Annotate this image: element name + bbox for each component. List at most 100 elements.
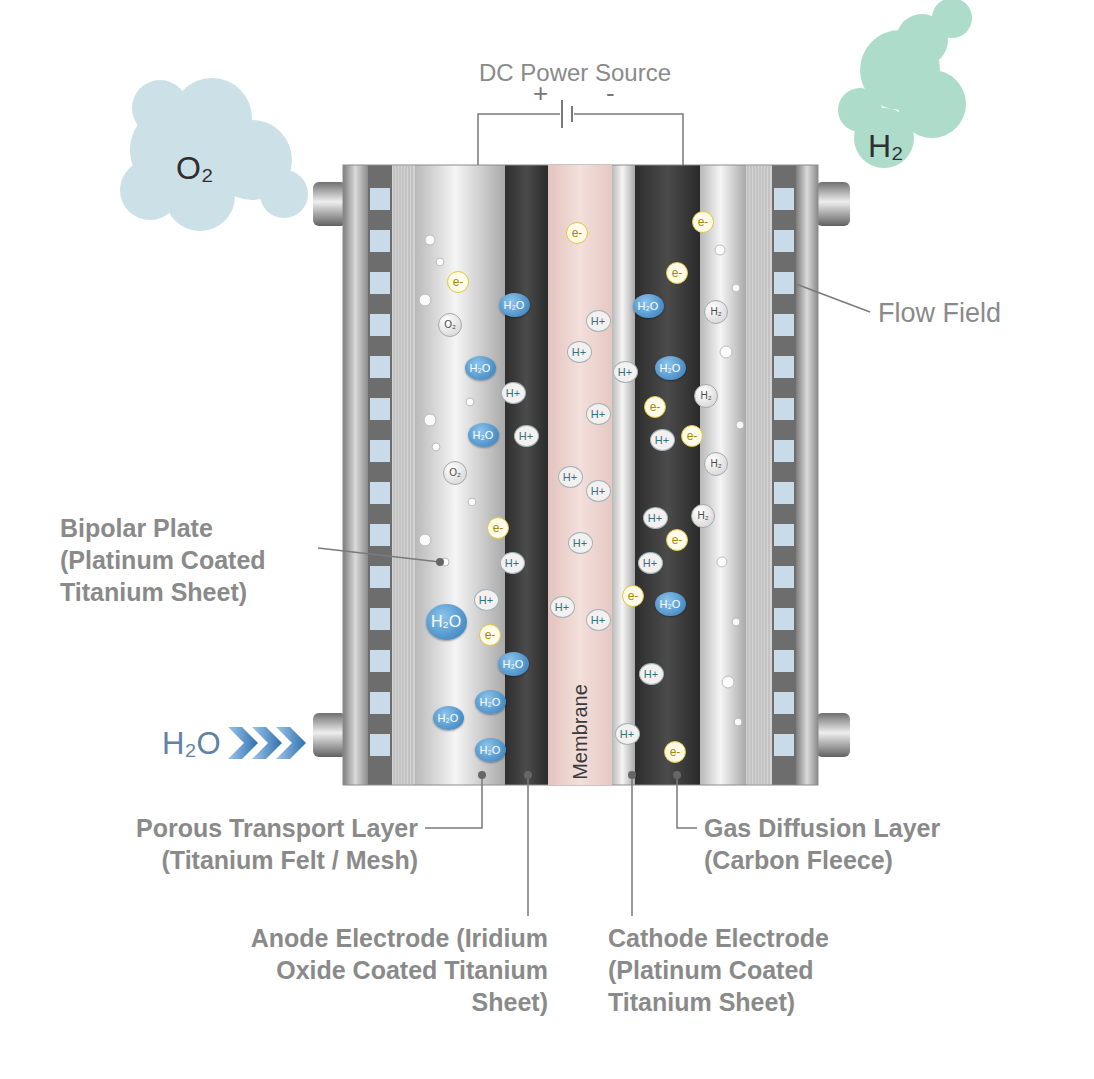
mesh-strand: [412, 165, 413, 785]
proton-circle: H+: [568, 532, 593, 554]
particle-label: H+: [506, 388, 520, 399]
mesh-strand: [757, 165, 758, 785]
electron-circle: e-: [666, 262, 688, 284]
particle-label: e-: [628, 590, 639, 602]
illustration-part: [425, 235, 435, 245]
water-molecule: H₂O: [498, 652, 529, 676]
mesh-strand: [748, 165, 749, 785]
particle-label: H₂O: [503, 659, 524, 670]
illustration-part: [628, 771, 636, 779]
power-wires: [478, 114, 683, 165]
proton-circle: H+: [586, 310, 611, 332]
mesh-strand: [751, 165, 752, 785]
illustration-part: [635, 165, 700, 785]
illustration-part: [318, 548, 440, 562]
flow-channel: [774, 272, 794, 294]
flow-channel: [370, 230, 390, 252]
flow-channel: [370, 734, 390, 756]
mesh-strand: [760, 165, 761, 785]
water-molecule: H₂O: [468, 423, 499, 447]
particle-label: H₂O: [470, 363, 491, 374]
part-label: Flow Field: [878, 296, 1001, 331]
water-molecule: H₂O: [475, 738, 506, 762]
power-source-label: DC Power Source: [479, 58, 671, 89]
illustration-part: [478, 114, 560, 165]
illustration-part: [368, 165, 392, 785]
illustration-part: [736, 421, 744, 429]
illustration-part: [796, 165, 818, 785]
membrane-label: Membrane: [570, 684, 590, 780]
water-molecule: H₂O: [655, 592, 686, 616]
electron-circle: e-: [447, 271, 469, 293]
illustration-part: [734, 718, 742, 726]
illustration-part: [796, 284, 870, 312]
part-label: Gas Diffusion Layer (Carbon Fleece): [704, 812, 1034, 876]
flow-channel: [370, 440, 390, 462]
particle-label: H₂O: [480, 697, 501, 708]
flow-channel: [774, 440, 794, 462]
water-molecule: H₂O: [426, 604, 467, 640]
cell-layers: [343, 165, 818, 785]
particle-label: H+: [591, 615, 605, 626]
proton-circle: H+: [550, 596, 575, 618]
flow-channel: [370, 566, 390, 588]
particle-label: e-: [672, 267, 683, 279]
illustration-part: [120, 160, 180, 220]
mesh-strand: [754, 165, 755, 785]
electron-circle: e-: [666, 529, 688, 551]
battery-symbol: [562, 100, 572, 128]
illustration-part: [722, 676, 734, 688]
water-molecule: H₂O: [655, 356, 686, 380]
illustration-part: [571, 106, 573, 122]
particle-label: H₂: [700, 391, 711, 401]
illustration-part: [932, 0, 972, 38]
flow-channel: [774, 608, 794, 630]
oxygen-cloud: [120, 78, 308, 231]
particle-label: H₂O: [438, 713, 459, 724]
particle-label: H+: [591, 409, 605, 420]
gas-bubble: H₂: [704, 452, 728, 476]
particle-label: H+: [479, 595, 493, 606]
illustration-part: [419, 294, 431, 306]
illustration-part: [717, 557, 727, 567]
flow-channel: [370, 692, 390, 714]
mesh-strand: [397, 165, 398, 785]
flow-channel: [370, 356, 390, 378]
electron-circle: e-: [487, 517, 509, 539]
proton-circle: H+: [643, 507, 668, 529]
flow-channel: [774, 734, 794, 756]
flow-channel: [774, 692, 794, 714]
flow-channel: [774, 356, 794, 378]
illustration-part: [524, 771, 532, 779]
proton-circle: H+: [567, 341, 592, 363]
illustration-part: [313, 182, 347, 226]
water-molecule: H₂O: [633, 294, 664, 318]
water-molecule: H₂O: [433, 706, 464, 730]
particle-label: H₂O: [660, 363, 681, 374]
illustration-part: [772, 165, 796, 785]
illustration-part: [505, 165, 548, 785]
particle-label: H+: [655, 435, 669, 446]
particle-label: H+: [555, 602, 569, 613]
mesh-strand: [406, 165, 407, 785]
flow-channel: [774, 230, 794, 252]
particle-label: e-: [493, 522, 504, 534]
illustration-part: [132, 80, 188, 136]
part-label: Anode Electrode (Iridium Oxide Coated Ti…: [248, 922, 548, 1018]
hydrogen-cloud: [838, 0, 972, 168]
gas-label: H₂: [868, 126, 904, 167]
illustration-part: [715, 245, 725, 255]
illustration-part: [436, 558, 444, 566]
particle-label: H+: [505, 558, 519, 569]
illustration-part: [260, 170, 308, 218]
membrane-band: Membranee-H+H+H+H+H+H+H+H+: [548, 165, 612, 785]
proton-circle: H+: [639, 663, 664, 685]
mesh-strand: [409, 165, 410, 785]
proton-circle: H+: [586, 609, 611, 631]
particle-label: O₂: [449, 468, 461, 478]
water-molecule: H₂O: [475, 690, 506, 714]
water-molecule: H₂O: [499, 293, 530, 317]
particle-label: e-: [572, 227, 583, 239]
particle-label: H+: [573, 538, 587, 549]
